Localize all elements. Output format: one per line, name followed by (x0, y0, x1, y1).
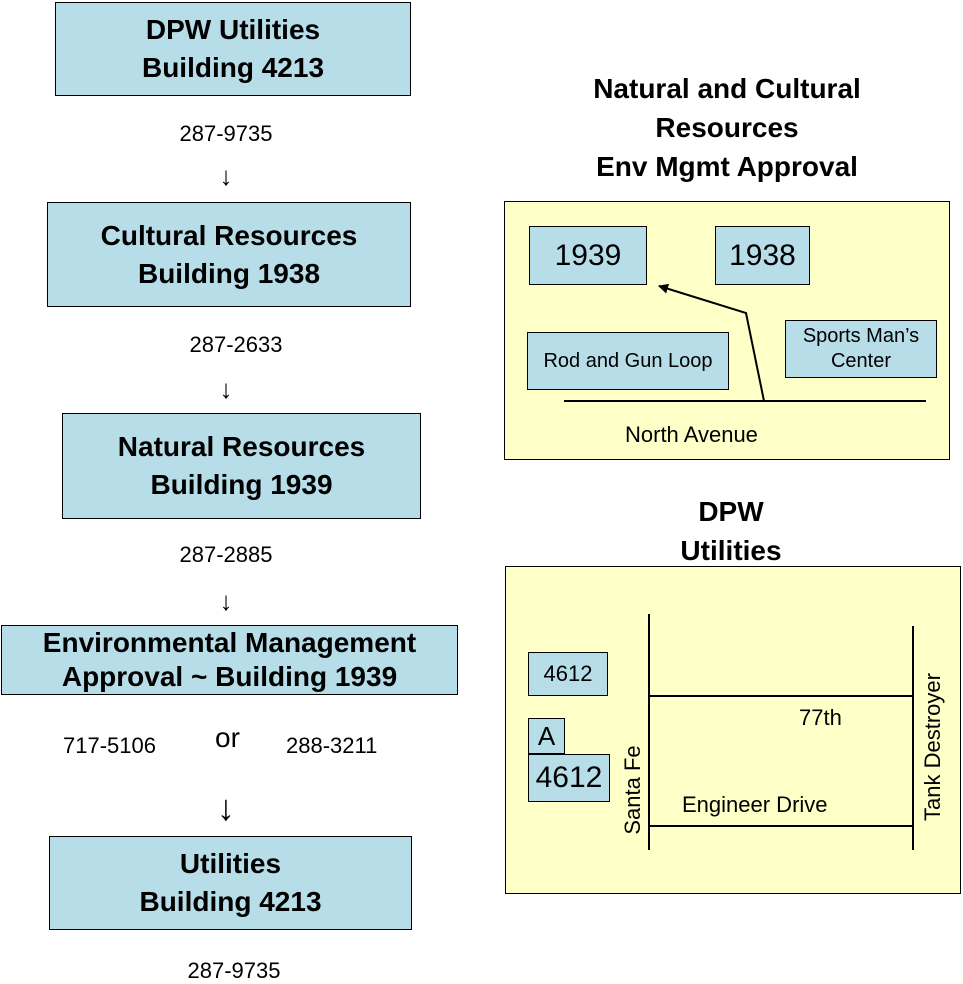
or-label: or (215, 722, 240, 753)
heading-line: Natural and Cultural (593, 73, 861, 104)
heading-line: Resources (655, 112, 799, 143)
santa-fe-label: Santa Fe (620, 745, 645, 835)
box-line-2: Building 4213 (141, 52, 325, 83)
77th-road (648, 695, 914, 697)
box-line-2: Building 4213 (139, 886, 322, 917)
box-line-1: Cultural Resources (100, 219, 358, 251)
dpw-utilities-box: DPW Utilities Building 4213 (55, 2, 411, 96)
box-line-1: Environmental Management (42, 627, 417, 658)
building-4612-bottom: 4612 (528, 754, 610, 802)
tank-destroyer-label: Tank Destroyer (920, 673, 945, 821)
box-line-1: DPW Utilities (145, 14, 321, 45)
route-arrow (658, 283, 765, 402)
heading-line: Env Mgmt Approval (596, 151, 858, 182)
heading-line: Utilities (680, 535, 782, 566)
building-a-label: A (528, 718, 565, 754)
building-label: 4612 (543, 661, 593, 686)
77th-label: 77th (799, 705, 842, 730)
building-label: 1938 (729, 238, 796, 272)
building-label: A (537, 720, 556, 751)
utilities-map: 4612 A 4612 Santa Fe 77th Engineer Drive… (505, 566, 961, 894)
phone-number: 288-3211 (286, 733, 378, 758)
location-label: Center (830, 350, 892, 372)
phone-number: 717-5106 (63, 733, 156, 758)
environmental-management-box: Environmental Management Approval ~ Buil… (1, 625, 458, 695)
box-line-2: Building 1938 (137, 257, 321, 289)
building-1938: 1938 (715, 226, 810, 285)
box-line-1: Natural Resources (117, 431, 366, 462)
engineer-drive-road (648, 825, 914, 827)
phone-number: 287-9735 (187, 958, 281, 983)
location-label: Rod and Gun Loop (543, 349, 713, 372)
map1-heading: Natural and Cultural Resources Env Mgmt … (593, 69, 861, 186)
building-label: 1939 (554, 238, 622, 272)
resources-map: 1939 1938 Rod and Gun Loop Sports Man’s … (504, 201, 950, 460)
phone-number: 287-2633 (189, 332, 283, 357)
box-line-2: Approval ~ Building 1939 (61, 661, 398, 692)
box-line-2: Building 1939 (150, 469, 333, 500)
map2-heading: DPW Utilities (680, 492, 781, 570)
phone-number: 287-2885 (179, 542, 273, 567)
cultural-resources-box: Cultural Resources Building 1938 (47, 202, 411, 307)
santa-fe-road (648, 614, 650, 850)
north-avenue-line (564, 400, 926, 402)
tank-destroyer-road (912, 626, 914, 850)
building-label: 4612 (535, 761, 603, 794)
sports-mans-center: Sports Man’s Center (785, 320, 937, 378)
down-arrow-icon: ↓ (219, 586, 233, 616)
rod-and-gun-loop: Rod and Gun Loop (527, 332, 729, 390)
down-arrow-icon: ↓ (217, 787, 235, 828)
phone-number: 287-9735 (179, 121, 273, 146)
down-arrow-icon: ↓ (219, 374, 233, 404)
building-1939: 1939 (529, 226, 647, 285)
location-label: Sports Man’s (802, 325, 920, 347)
building-4612-top: 4612 (528, 652, 608, 696)
street-label: North Avenue (625, 422, 758, 447)
utilities-box: Utilities Building 4213 (49, 836, 412, 930)
engineer-drive-label: Engineer Drive (682, 792, 828, 817)
box-line-1: Utilities (179, 848, 282, 879)
heading-line: DPW (698, 496, 764, 527)
down-arrow-icon: ↓ (219, 161, 233, 191)
natural-resources-box: Natural Resources Building 1939 (62, 413, 421, 519)
